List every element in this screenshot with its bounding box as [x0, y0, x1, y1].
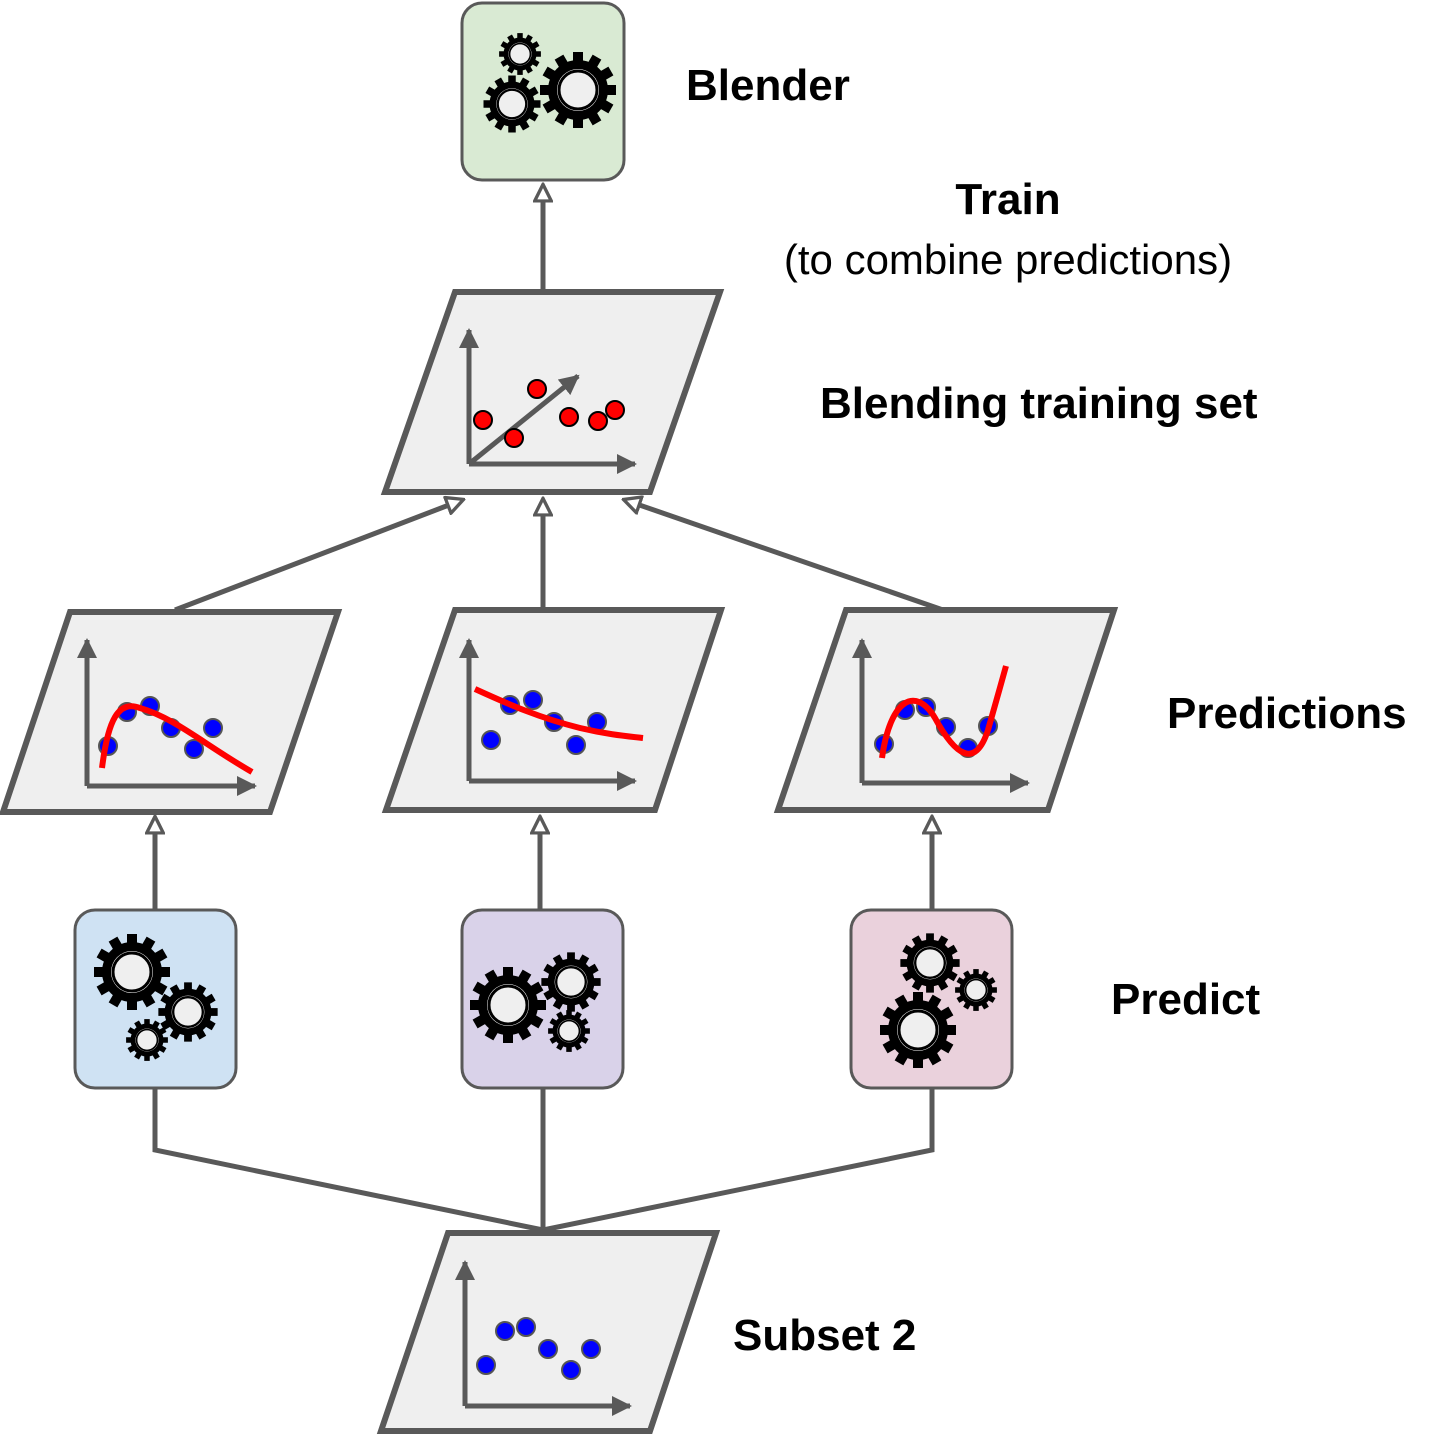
data-point [504, 428, 524, 448]
prediction-curve [473, 686, 644, 741]
connectors [152, 186, 944, 1233]
predictor-3 [849, 908, 1014, 1090]
data-point [184, 739, 204, 759]
data-point [527, 379, 547, 399]
blender-node [460, 1, 626, 182]
predictions-3 [773, 607, 1119, 813]
edge-predictions-1-to-blending [174, 500, 462, 613]
data-point [559, 407, 579, 427]
data-point [495, 1321, 515, 1341]
subset-2-frame [376, 1230, 721, 1434]
edge-subset-to-predictor-1 [152, 1088, 544, 1233]
subset-2 [376, 1230, 721, 1434]
data-point [481, 730, 501, 750]
data-point [523, 690, 543, 710]
blender-label: Blender [686, 61, 850, 110]
edge-subset-to-predictor-3 [542, 1088, 935, 1233]
data-point [561, 1360, 581, 1380]
predictor-2 [460, 908, 625, 1090]
data-point [588, 411, 608, 431]
predictor-1 [73, 908, 238, 1090]
blending-training-set [380, 289, 725, 495]
predictions-1-frame [0, 609, 343, 815]
data-point [476, 1355, 496, 1375]
predictions-3-frame [773, 607, 1119, 813]
data-point [516, 1317, 536, 1337]
prediction-curve [879, 665, 1009, 759]
blending-set-axes [459, 328, 637, 474]
edge-predictions-3-to-blending [625, 500, 944, 613]
predictions-1 [0, 609, 343, 815]
data-point [605, 400, 625, 420]
predictions-label: Predictions [1167, 689, 1407, 738]
prediction-curve [99, 703, 254, 775]
predict-label: Predict [1111, 975, 1261, 1024]
blending-set-points [473, 379, 625, 448]
blending-set-label: Blending training set [820, 379, 1258, 428]
data-point [473, 410, 493, 430]
predictor-2-box [460, 908, 625, 1090]
data-point [566, 735, 586, 755]
data-point [538, 1339, 558, 1359]
data-point [581, 1339, 601, 1359]
data-point [203, 718, 223, 738]
predictions-2 [381, 607, 726, 813]
subset-label: Subset 2 [733, 1311, 916, 1360]
train-label: Train [955, 175, 1060, 224]
train-sublabel: (to combine predictions) [784, 236, 1232, 283]
